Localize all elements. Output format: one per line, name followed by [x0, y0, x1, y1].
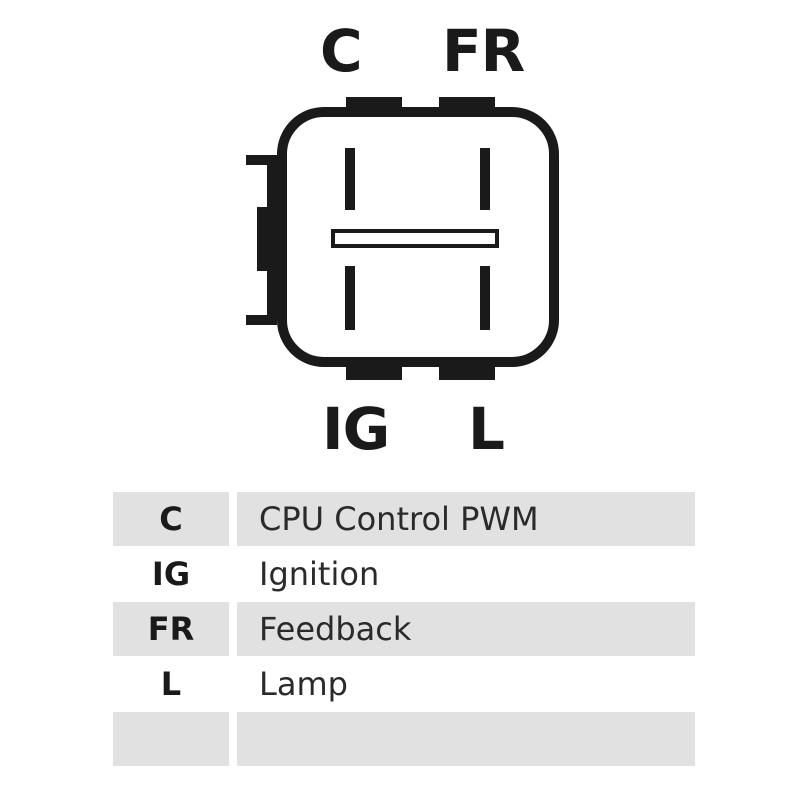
- table-row: [113, 712, 695, 766]
- pin-code-cell: C: [113, 492, 229, 546]
- pin-description-cell: CPU Control PWM: [237, 492, 695, 546]
- pin-description-cell: [237, 712, 695, 766]
- table-row: IG Ignition: [113, 547, 695, 601]
- pin-label-bottom-right: L: [468, 395, 505, 463]
- pin-label-bottom-left: IG: [322, 395, 390, 463]
- pin-legend-table: C CPU Control PWM IG Ignition FR Feedbac…: [113, 492, 695, 766]
- center-key-bar: [331, 229, 499, 248]
- pin-description-cell: Ignition: [259, 555, 380, 593]
- left-clip: [246, 155, 277, 325]
- pin-label-top-right: FR: [442, 17, 525, 85]
- pin-code-cell: [113, 712, 229, 766]
- pin-code-cell: L: [160, 665, 182, 703]
- table-row: L Lamp: [113, 657, 695, 711]
- table-row: C CPU Control PWM: [113, 492, 695, 546]
- pin-description-cell: Lamp: [259, 665, 348, 703]
- connector-diagram: [246, 97, 559, 380]
- pin-code-cell: FR: [113, 602, 229, 656]
- pin-description-cell: Feedback: [237, 602, 695, 656]
- table-row: FR Feedback: [113, 602, 695, 656]
- pin-label-top-left: C: [320, 17, 363, 85]
- pin-code-cell: IG: [151, 555, 191, 593]
